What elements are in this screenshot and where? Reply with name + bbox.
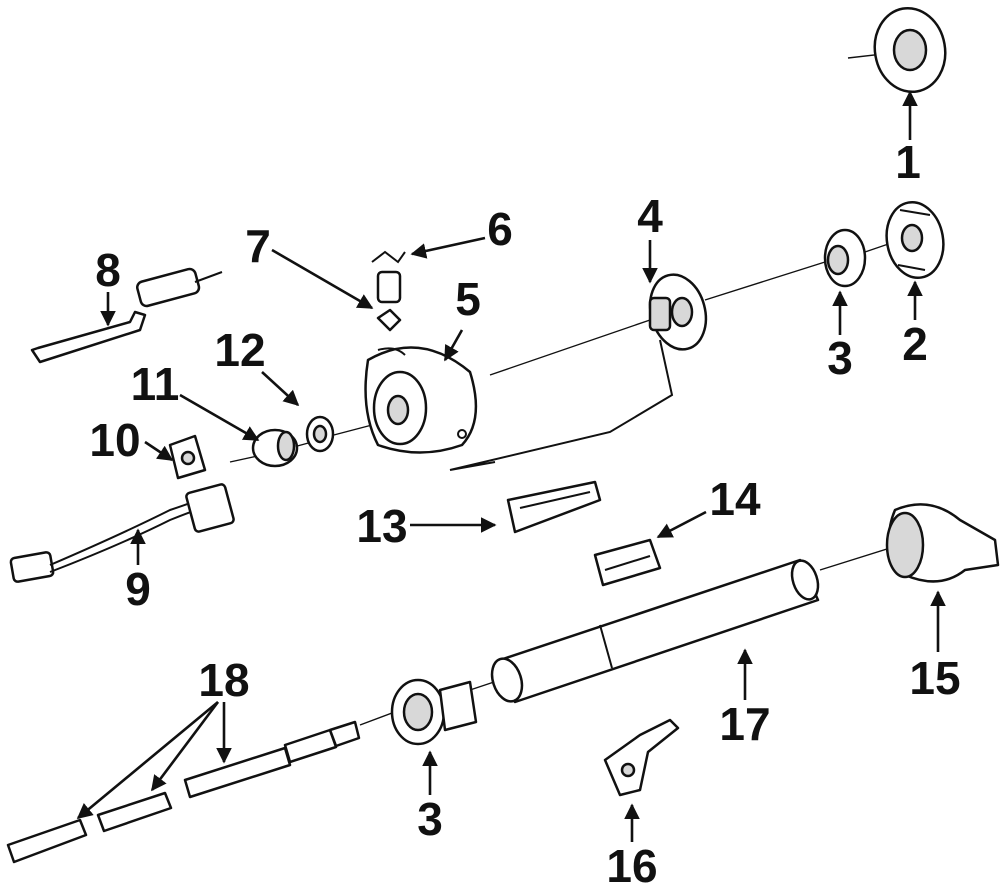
callout-2: 2 [902,318,928,370]
callout-17: 17 [719,698,770,750]
callout-13: 13 [356,500,407,552]
part-6-lamp [371,250,406,304]
part-10-bracket [168,434,207,480]
part-4-switch [449,273,708,471]
callout-15: 15 [909,652,960,704]
callout-3b: 3 [417,793,443,845]
callout-12: 12 [214,324,265,376]
part-2-plate [885,201,945,279]
part-8-lever [30,267,223,364]
callout-6: 6 [487,203,513,255]
callout-8: 8 [95,244,121,296]
part-9-harness [9,483,235,583]
callout-7: 7 [245,220,271,272]
axis-lines [229,51,901,726]
callout-10: 10 [89,414,140,466]
part-16-bracket [603,718,680,797]
callout-labels: 1 2 3 4 5 6 7 8 9 10 11 12 13 14 3 15 16… [89,136,960,887]
callout-4: 4 [637,190,663,242]
part-18-shaft [6,720,361,864]
callout-11: 11 [131,358,180,410]
callout-9: 9 [125,563,151,615]
leader-arrows [76,90,946,842]
callout-5: 5 [455,273,481,325]
part-1-horn-cap [873,6,947,94]
part-15-shroud [885,503,1000,583]
part-3-bearing [823,228,867,288]
part-7-clip [376,308,402,332]
callout-16: 16 [606,840,657,887]
part-3b-bearing [390,678,478,746]
callout-18: 18 [198,654,249,706]
part-12-washer [305,415,335,453]
part-17-jacket [490,558,820,704]
callout-1: 1 [895,136,921,188]
part-13-guide [506,480,602,534]
part-11-bushing [251,428,299,468]
callout-14: 14 [709,473,761,525]
part-5-housing [364,346,478,454]
callout-3: 3 [827,332,853,384]
part-14-switch [593,538,662,587]
